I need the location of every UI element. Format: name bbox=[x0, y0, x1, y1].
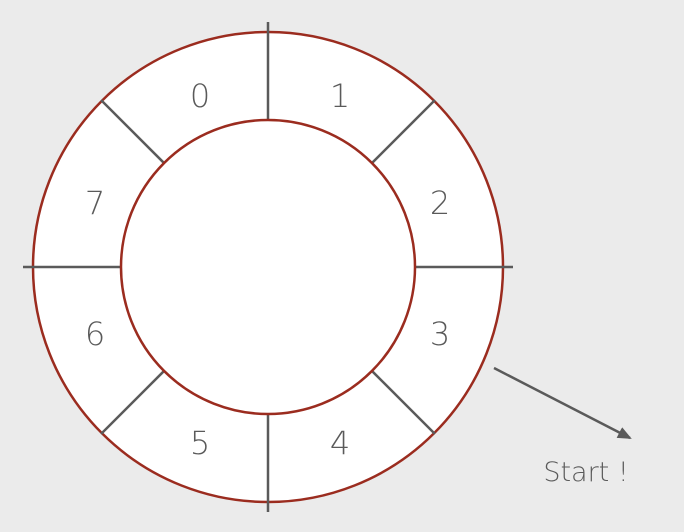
segment-divider bbox=[371, 99, 436, 164]
segment-divider bbox=[371, 370, 436, 435]
inner-ring bbox=[119, 118, 417, 416]
segment-label-1: 1 bbox=[330, 77, 350, 115]
segment-divider bbox=[100, 370, 165, 435]
segment-divider bbox=[100, 99, 165, 164]
segment-label-2: 2 bbox=[430, 184, 450, 222]
segment-label-5: 5 bbox=[190, 424, 210, 462]
segment-label-7: 7 bbox=[85, 184, 105, 222]
segment-dividers bbox=[23, 22, 513, 512]
segment-label-3: 3 bbox=[430, 315, 450, 353]
segment-label-4: 4 bbox=[330, 424, 350, 462]
start-arrow bbox=[493, 366, 632, 440]
segment-label-0: 0 bbox=[190, 77, 210, 115]
start-label: Start ! bbox=[543, 457, 628, 488]
segment-label-6: 6 bbox=[85, 315, 105, 353]
